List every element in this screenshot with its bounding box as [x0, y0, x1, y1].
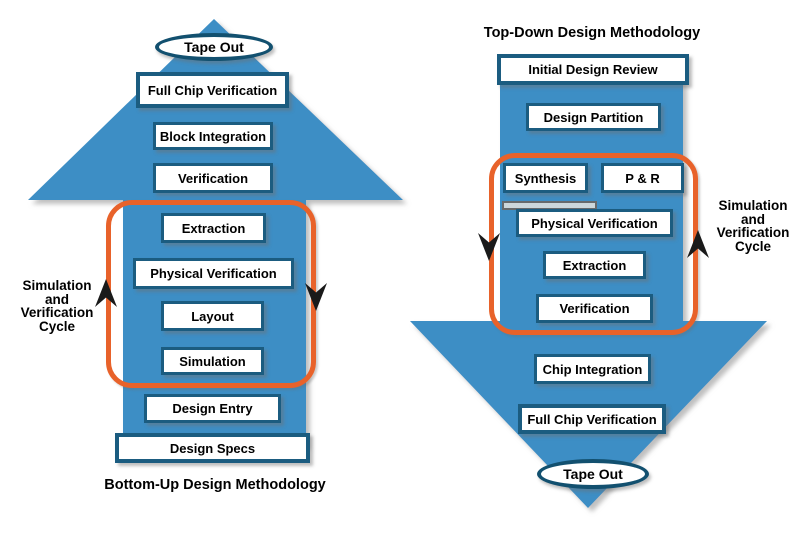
step-label: Simulation: [179, 353, 246, 369]
cycle-label-line: and: [44, 291, 69, 307]
step-label: Verification: [177, 170, 249, 186]
step-label: Layout: [191, 308, 234, 324]
right-step-chip-integration: Chip Integration: [534, 354, 651, 384]
cycle-label-line: Cycle: [734, 238, 772, 254]
step-label: Design Partition: [543, 109, 644, 125]
step-label: Verification: [559, 301, 630, 316]
cycle-label-line: Simulation: [718, 198, 788, 213]
right-diagram-title: Top-Down Design Methodology: [483, 25, 701, 41]
step-label: Extraction: [562, 257, 627, 273]
left-step-block-integration: Block Integration: [153, 122, 273, 150]
left-cycle-label: Simulation and Verification Cycle: [7, 279, 107, 333]
right-step-design-partition: Design Partition: [526, 103, 661, 131]
cycle-label-line: Verification: [716, 225, 790, 240]
step-label: Design Entry: [172, 401, 253, 416]
left-step-full-chip-verification: Full Chip Verification: [136, 72, 289, 108]
right-tape-out-ellipse: Tape Out: [537, 459, 649, 489]
step-label: Extraction: [181, 220, 246, 236]
right-step-initial-design-review: Initial Design Review: [497, 54, 689, 85]
right-tape-out-label: Tape Out: [563, 466, 623, 482]
step-label: Synthesis: [514, 170, 577, 186]
left-step-layout: Layout: [161, 301, 264, 331]
left-step-verification: Verification: [153, 163, 273, 193]
left-step-design-specs: Design Specs: [115, 433, 310, 463]
cycle-label-line: Cycle: [38, 318, 76, 334]
step-label: Design Specs: [169, 440, 256, 456]
cycle-label-line: Simulation: [22, 278, 92, 293]
right-step-full-chip-verification: Full Chip Verification: [518, 404, 666, 434]
cycle-label-line: and: [740, 211, 765, 227]
step-label: Full Chip Verification: [147, 82, 278, 98]
left-tape-out-label: Tape Out: [184, 39, 244, 55]
left-step-simulation: Simulation: [161, 347, 264, 375]
step-label: Block Integration: [159, 128, 267, 144]
right-step-synthesis: Synthesis: [503, 163, 588, 193]
right-step-extraction: Extraction: [543, 251, 646, 279]
right-step-physical-verification: Physical Verification: [516, 209, 673, 237]
step-label: Physical Verification: [531, 215, 658, 231]
right-cycle-label: Simulation and Verification Cycle: [703, 199, 800, 253]
step-label: Physical Verification: [150, 266, 277, 281]
left-step-extraction: Extraction: [161, 213, 266, 243]
right-step-p-and-r: P & R: [601, 163, 684, 193]
step-label: Full Chip Verification: [527, 411, 657, 427]
left-tape-out-ellipse: Tape Out: [155, 33, 273, 61]
left-step-design-entry: Design Entry: [144, 394, 281, 423]
left-step-physical-verification: Physical Verification: [133, 258, 294, 289]
step-label: Initial Design Review: [528, 62, 658, 77]
step-label: P & R: [625, 170, 660, 186]
cycle-label-line: Verification: [20, 305, 94, 320]
left-diagram-caption: Bottom-Up Design Methodology: [104, 477, 326, 493]
right-step-verification: Verification: [536, 294, 653, 323]
step-label: Chip Integration: [542, 361, 643, 377]
